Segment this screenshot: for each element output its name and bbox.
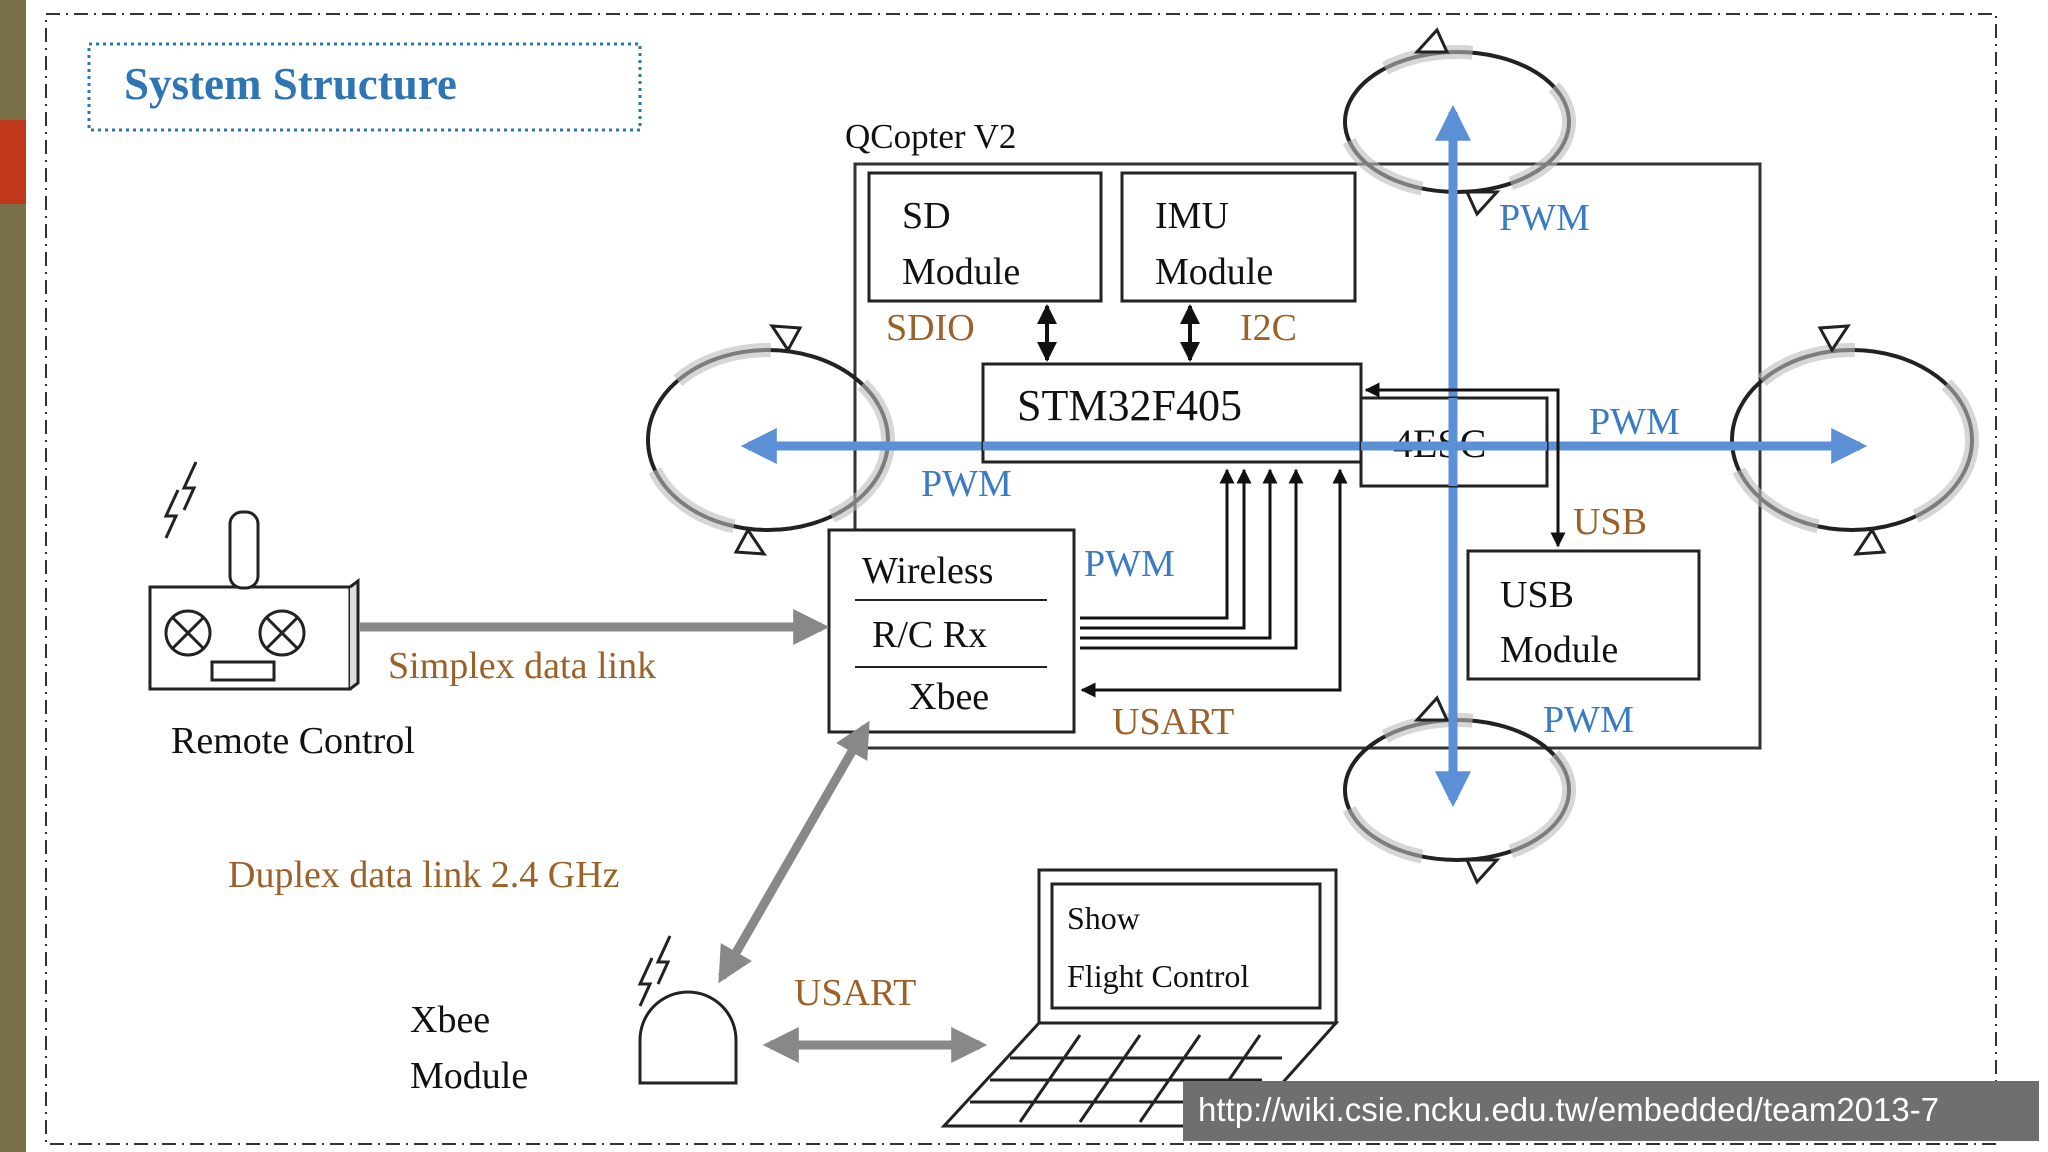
propeller-top [1338, 27, 1576, 217]
board-outline [853, 162, 1762, 750]
sd-module-box [867, 171, 1103, 303]
xbee-module-line2: Module [410, 1055, 528, 1097]
usart-label-board: USART [1112, 701, 1234, 743]
laptop-screen-line2: Flight Control [1067, 958, 1249, 994]
pwm-label-bottom: PWM [1543, 699, 1634, 741]
sd-module-line2: Module [902, 251, 1020, 293]
duplex-link-label: Duplex data link 2.4 GHz [228, 854, 620, 896]
usb-module-line2: Module [1500, 629, 1618, 671]
receiver-line1: Wireless [862, 550, 993, 592]
i2c-label: I2C [1240, 307, 1297, 349]
sd-module-line1: SD [902, 195, 951, 237]
slide-side-accent [0, 120, 26, 204]
usb-module-line1: USB [1500, 574, 1574, 616]
usart-label-ground: USART [794, 972, 916, 1014]
duplex-link-arrow [718, 720, 870, 984]
slide-title: System Structure [124, 59, 457, 109]
imu-module-line1: IMU [1155, 195, 1229, 237]
pwm-label-receiver: PWM [1084, 543, 1175, 585]
esc-to-mcu-line [1364, 382, 1560, 446]
laptop-screen-line1: Show [1067, 900, 1140, 936]
propeller-left [641, 324, 895, 556]
imu-module-line2: Module [1155, 251, 1273, 293]
xbee-module-line1: Xbee [410, 999, 490, 1041]
pwm-label-left: PWM [921, 463, 1012, 505]
pwm-label-top: PWM [1499, 197, 1590, 239]
receiver-line3: Xbee [909, 676, 989, 718]
receiver-line2: R/C Rx [872, 614, 987, 656]
board-label: QCopter V2 [845, 117, 1016, 156]
simplex-link-label: Simplex data link [388, 645, 656, 687]
remote-control-icon [148, 461, 360, 691]
xbee-module-icon [637, 935, 738, 1085]
usb-link-label: USB [1573, 501, 1647, 543]
receiver-usart-line [1080, 468, 1348, 698]
imu-module-box [1120, 171, 1357, 303]
title-box [87, 42, 642, 132]
mcu-label: STM32F405 [1017, 381, 1242, 430]
source-url-bar [1183, 1081, 2039, 1141]
propeller-right [1725, 324, 1979, 556]
source-url[interactable]: http://wiki.csie.ncku.edu.tw/embedded/te… [1198, 1091, 1940, 1128]
sdio-label: SDIO [886, 307, 975, 349]
remote-control-label: Remote Control [171, 720, 415, 762]
usb-module-box [1466, 549, 1701, 681]
pwm-label-right: PWM [1589, 401, 1680, 443]
